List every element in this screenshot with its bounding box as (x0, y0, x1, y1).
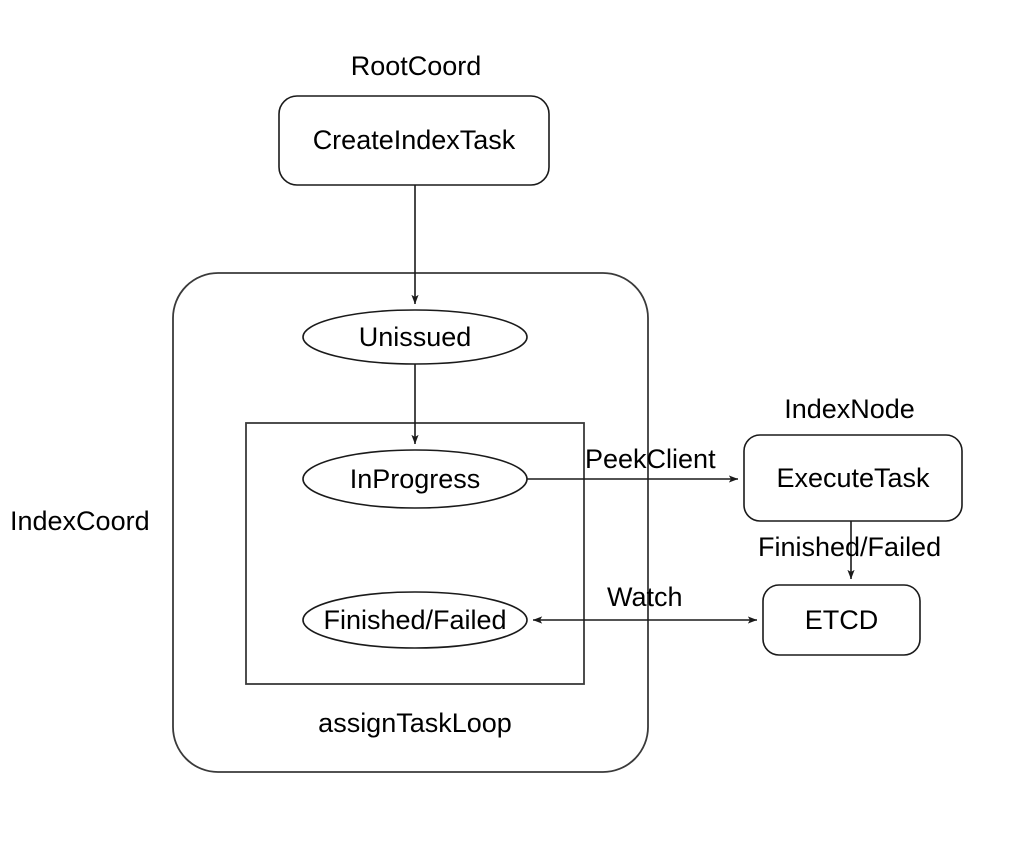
group-label-assign-task-loop: assignTaskLoop (318, 708, 512, 738)
edge-label-finished-failed: Finished/Failed (758, 532, 942, 562)
group-label-index-coord: IndexCoord (10, 506, 150, 536)
node-execute-task-shape[interactable] (743, 434, 963, 522)
node-label-unissued[interactable]: Unissued (358, 321, 472, 352)
index-coord-container (172, 272, 649, 773)
group-label-root-coord: RootCoord (350, 51, 482, 81)
node-label-in-progress[interactable]: InProgress (349, 463, 481, 494)
node-label-finished-failed[interactable]: Finished/Failed (323, 604, 507, 635)
node-create-index-task-shape[interactable] (278, 95, 550, 186)
node-label-create-index-task[interactable]: CreateIndexTask (312, 125, 516, 155)
node-label-etcd[interactable]: ETCD (804, 604, 879, 635)
group-label-index-node: IndexNode (784, 394, 915, 424)
node-etcd-shape[interactable] (762, 584, 921, 656)
node-label-execute-task[interactable]: ExecuteTask (776, 462, 930, 493)
edge-label-peek-client: PeekClient (585, 444, 716, 474)
node-finished-failed-shape[interactable] (302, 591, 528, 649)
edge-label-watch: Watch (607, 582, 683, 612)
